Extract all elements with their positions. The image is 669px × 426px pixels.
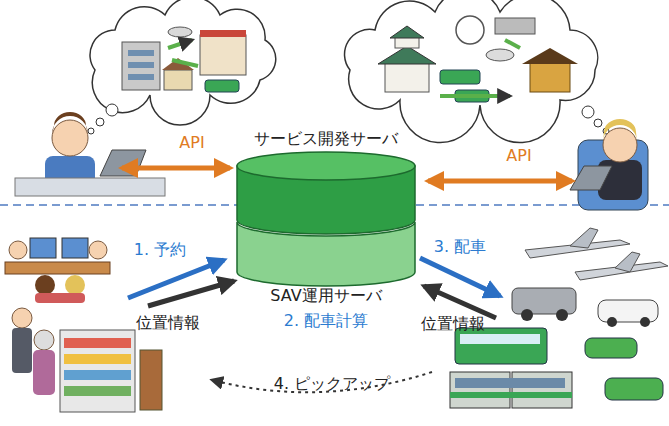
taxi — [585, 338, 637, 358]
school-building — [200, 35, 246, 75]
counter — [140, 350, 162, 410]
cylinder-top — [237, 152, 415, 180]
person-hair — [52, 112, 88, 134]
building-window — [128, 50, 154, 56]
api-arrow — [428, 179, 572, 184]
shelf-goods — [64, 354, 131, 364]
person-head — [35, 275, 55, 295]
suv-car — [512, 288, 576, 314]
monitor — [62, 238, 88, 258]
thought-cloud — [90, 0, 276, 125]
wheel — [640, 317, 650, 327]
airplane-wing — [570, 228, 598, 248]
bus-window — [460, 334, 540, 344]
flow-label: 1. 予約 — [134, 240, 186, 260]
golden-temple — [530, 62, 570, 92]
castle-base — [385, 62, 429, 92]
bus-small — [440, 70, 480, 84]
thought-cloud — [345, 0, 598, 143]
server-label: 2. 配車計算 — [200, 310, 452, 332]
person-head — [9, 241, 27, 259]
bus — [455, 328, 547, 364]
person-body — [12, 328, 32, 373]
car-small — [168, 27, 192, 37]
flow-label: 3. 配車 — [434, 237, 486, 257]
person-head — [12, 308, 32, 328]
person-head — [603, 128, 637, 162]
laptop — [570, 166, 612, 190]
flow-arrow — [148, 281, 234, 306]
building-window — [128, 74, 154, 80]
house — [164, 70, 192, 90]
flow-arrow — [440, 94, 510, 98]
wheel — [556, 309, 568, 321]
desk — [15, 178, 165, 196]
flow-label: 4. ピックアップ — [274, 374, 390, 394]
ferris-wheel — [456, 16, 484, 44]
flow-arrow — [168, 40, 192, 48]
shelf-goods — [64, 370, 131, 380]
thought-bubble — [88, 128, 94, 134]
server-cylinder: SAV運用サーバ2. 配車計算 — [230, 208, 422, 338]
cylinder-band — [237, 222, 415, 286]
server-cylinder: サービス開発サーバ — [230, 126, 422, 228]
wheel — [521, 309, 533, 321]
bus-small — [205, 80, 239, 92]
castle-roof — [390, 26, 424, 38]
server-label: SAV運用サーバ — [200, 285, 452, 307]
thought-bubble — [582, 106, 594, 118]
train-car — [450, 372, 510, 408]
person-head — [52, 120, 88, 156]
flow-label: API — [179, 133, 204, 153]
flow-label: API — [506, 146, 531, 166]
flow-label: 位置情報 — [136, 313, 200, 333]
office-building — [122, 42, 160, 90]
server-label: サービス開発サーバ — [200, 128, 452, 150]
airplane-wing — [615, 252, 640, 272]
person-head — [65, 275, 85, 295]
tower-building — [495, 18, 535, 34]
monitor — [30, 238, 56, 258]
person-hair — [603, 119, 637, 142]
api-arrow — [122, 166, 230, 171]
person-head — [34, 330, 54, 350]
flow-arrow — [505, 40, 520, 48]
car-small — [486, 49, 514, 61]
thought-bubble — [106, 104, 118, 116]
person-body — [35, 293, 85, 303]
flow-arrow — [172, 60, 198, 66]
shelf-goods — [64, 338, 131, 348]
flow-arrow — [128, 260, 224, 298]
train-car — [512, 372, 572, 408]
sedan-car — [598, 300, 658, 322]
person-head — [89, 241, 107, 259]
wheel — [607, 317, 617, 327]
table — [5, 262, 110, 274]
flow-label: 位置情報 — [421, 314, 485, 334]
person-body — [33, 350, 55, 395]
thought-bubble — [96, 118, 104, 126]
train-stripe — [450, 392, 572, 398]
taxi — [605, 378, 663, 400]
laptop — [100, 150, 146, 176]
flow-arrow — [424, 286, 496, 318]
shop-shelf — [60, 330, 135, 412]
castle-roof — [378, 46, 436, 64]
building-window — [128, 62, 154, 68]
temple-roof — [522, 48, 578, 64]
thought-bubble — [594, 119, 602, 127]
train-window — [455, 378, 565, 388]
building-roof — [200, 30, 246, 37]
shelf-goods — [64, 386, 131, 396]
